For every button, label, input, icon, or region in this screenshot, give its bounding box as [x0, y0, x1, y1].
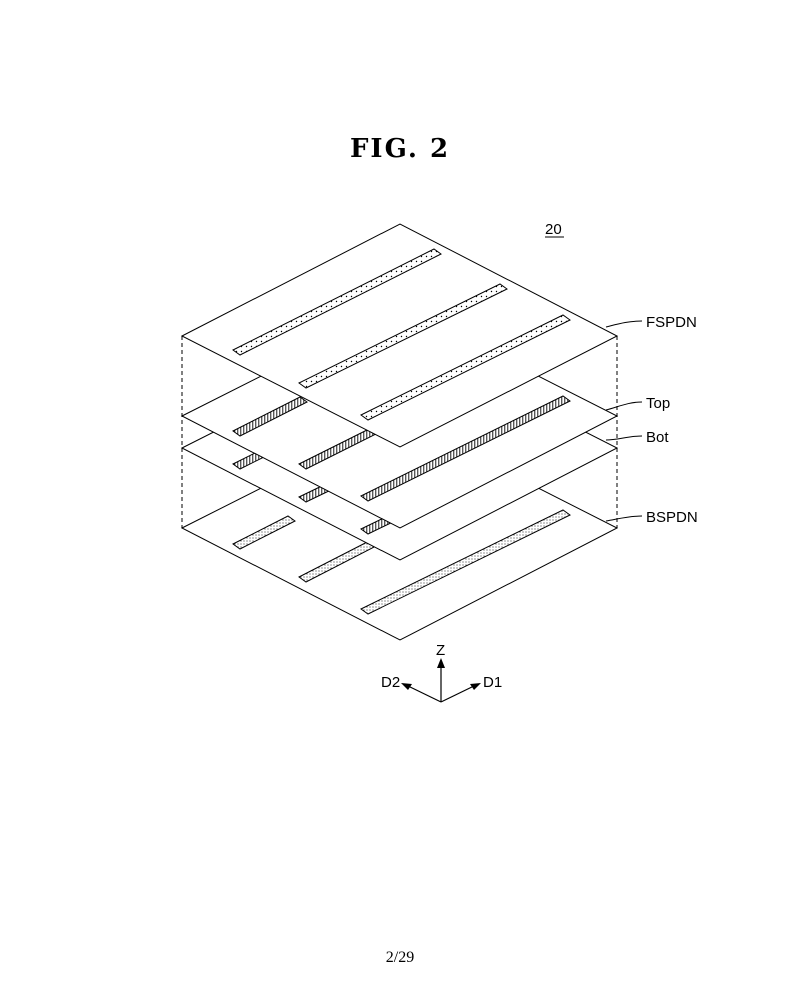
- page-number: 2/29: [385, 949, 415, 966]
- fspdn-line-2: [298, 283, 508, 389]
- d2-axis-label: D2: [381, 674, 400, 691]
- axes-indicator: [405, 664, 477, 703]
- bspdn-line-1: [232, 515, 296, 550]
- d1-axis-label: D1: [483, 674, 502, 691]
- fspdn-layer: [180, 223, 619, 448]
- bspdn-line-3: [360, 509, 571, 615]
- layer-label-fspdn: FSPDN: [646, 314, 697, 331]
- layer-label-bot: Bot: [646, 429, 669, 446]
- leader-lines: [605, 320, 643, 522]
- z-axis-label: Z: [436, 642, 445, 659]
- d2-axis-arrow: [405, 684, 442, 703]
- axes-arrowheads: [401, 658, 481, 690]
- layer-label-top: Top: [646, 395, 670, 412]
- fspdn-line-1: [232, 248, 442, 356]
- top-line-3: [360, 395, 571, 502]
- figure-title: FIG. 2: [349, 134, 451, 164]
- fspdn-line-3: [360, 314, 571, 421]
- top-line-1: [232, 396, 308, 437]
- stack-edges: [181, 336, 618, 528]
- layer-label-bspdn: BSPDN: [646, 509, 698, 526]
- reference-number: 20: [545, 221, 562, 238]
- d1-axis-arrow: [440, 684, 477, 703]
